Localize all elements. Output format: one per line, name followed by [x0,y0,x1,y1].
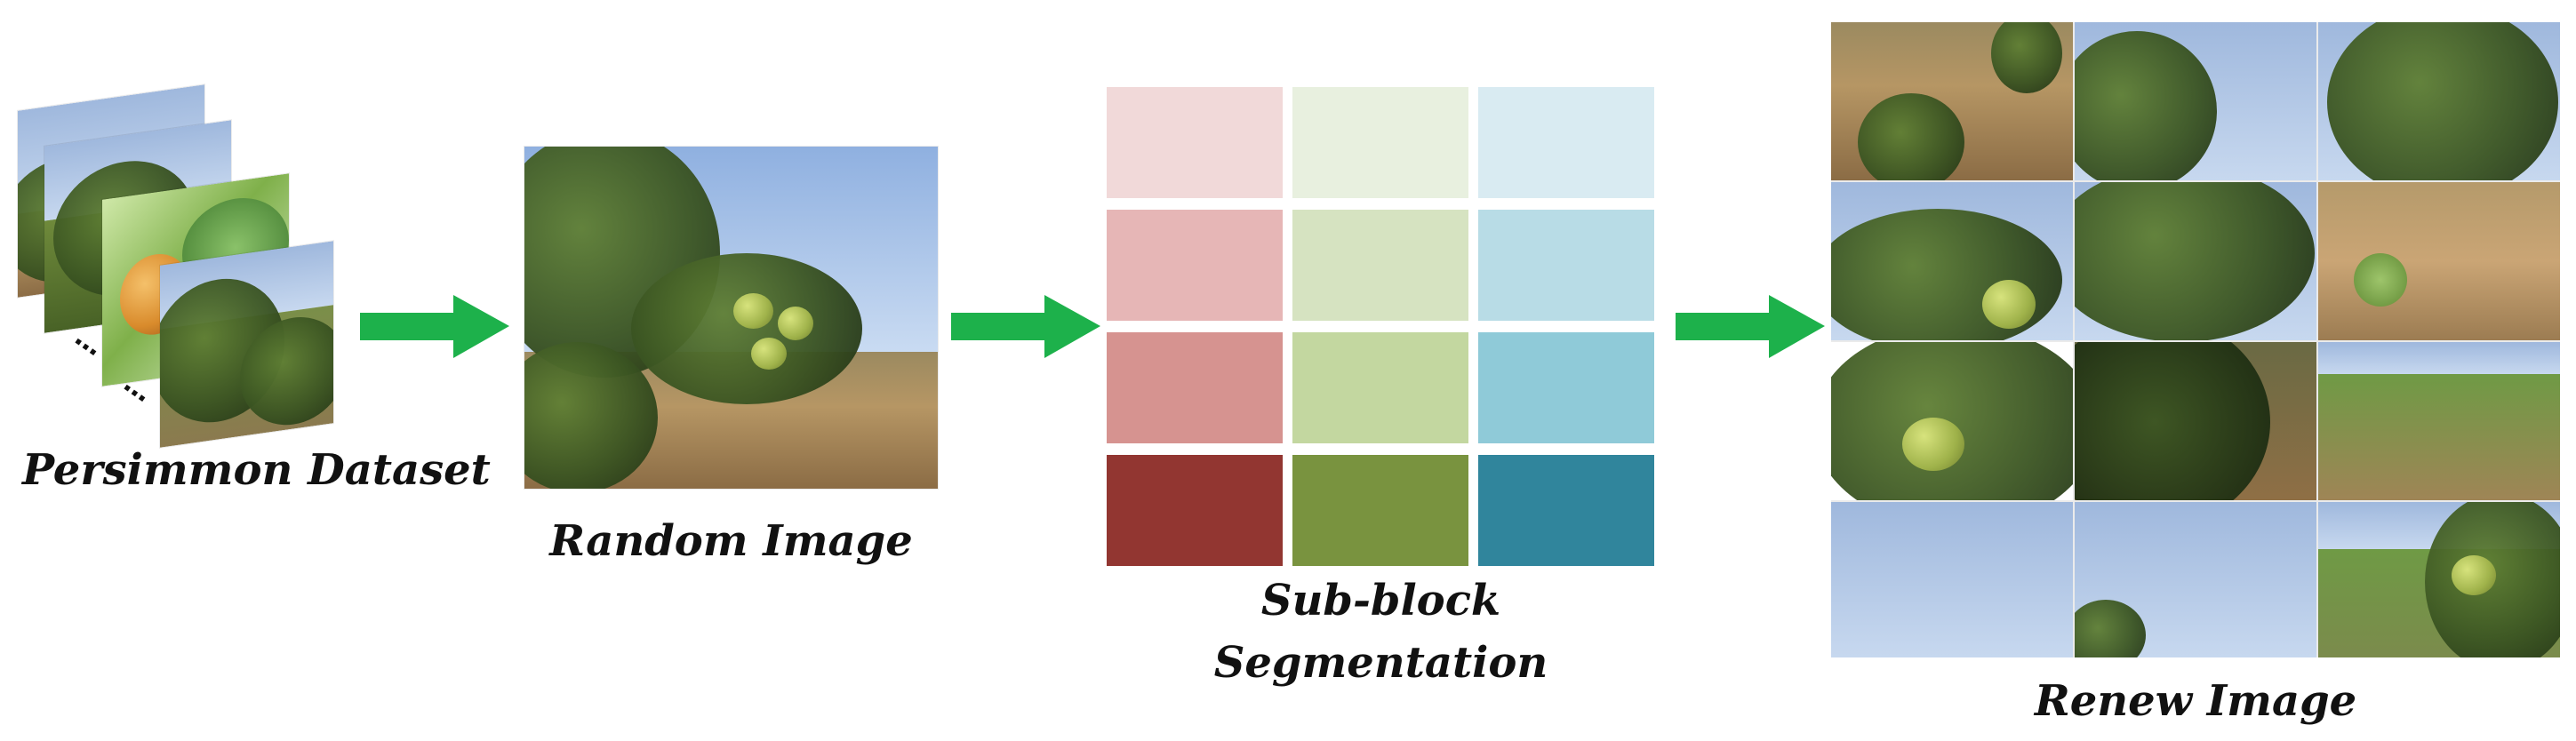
subblock-cell-r2-c1 [1107,210,1283,321]
subblock-cell-r1-c3 [1478,87,1654,198]
subblock-cell-r4-c1 [1107,455,1283,566]
renew-tile-5 [2075,182,2316,340]
arrow-3 [1676,295,1825,358]
subblock-cell-r2-c3 [1478,210,1654,321]
renew-tile-7 [1831,342,2073,500]
subblock-grid [1107,87,1655,567]
renew-tile-10 [1831,502,2073,657]
renew-tile-2 [2075,22,2316,180]
renew-tile-8 [2075,342,2316,500]
renew-image [1831,22,2560,657]
renew-tile-9 [2318,342,2560,500]
subblock-cell-r1-c2 [1292,87,1468,198]
random-image-label: Random Image [549,516,913,566]
random-image [524,147,938,489]
arrow-2 [951,295,1100,358]
renew-tile-12 [2318,502,2560,657]
renew-tile-11 [2075,502,2316,657]
renew-tile-1 [1831,22,2073,180]
renew-tile-4 [1831,182,2073,340]
subblock-cell-r3-c2 [1292,332,1468,443]
dataset-photo-4 [160,241,333,448]
dataset-label: Persimmon Dataset [22,445,491,495]
subblock-cell-r4-c2 [1292,455,1468,566]
subblock-cell-r4-c3 [1478,455,1654,566]
subblock-label-line1: Sub-block [1260,576,1501,625]
subblock-label-line2: Segmentation [1213,638,1548,688]
subblock-cell-r3-c1 [1107,332,1283,443]
subblock-cell-r1-c1 [1107,87,1283,198]
renew-tile-6 [2318,182,2560,340]
arrow-1 [360,295,509,358]
subblock-cell-r3-c3 [1478,332,1654,443]
renew-tile-3 [2318,22,2560,180]
subblock-cell-r2-c2 [1292,210,1468,321]
renew-image-label: Renew Image [2034,676,2357,726]
